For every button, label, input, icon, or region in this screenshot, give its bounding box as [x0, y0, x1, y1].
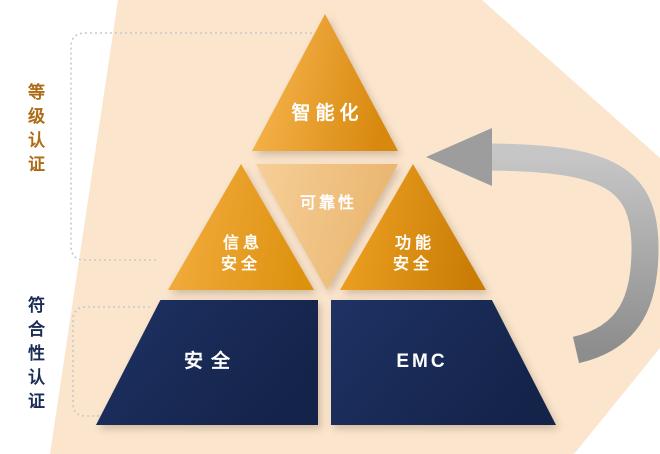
- pyramid-tier-middle-right: 功能 安全: [340, 164, 486, 290]
- lower-bracket-dotted-line: [72, 306, 150, 417]
- trapezoid-emc: EMC: [331, 300, 556, 425]
- triangle-intelligence: 智能化: [252, 14, 398, 151]
- label-emc: EMC: [396, 351, 448, 373]
- label-functional-safety: 功能 安全: [340, 234, 486, 276]
- triangle-functional-safety: 功能 安全: [340, 164, 486, 290]
- label-line2: 安全: [220, 256, 261, 274]
- label-line2: 安全: [392, 256, 433, 274]
- label-intelligence: 智能化: [291, 103, 364, 125]
- side-label-level-certification: 等级认证: [25, 83, 44, 179]
- upper-bracket-dotted-line: [70, 32, 312, 261]
- side-label-conformity-certification: 符合性认证: [25, 296, 44, 416]
- trapezoid-safety: 安全: [96, 300, 318, 425]
- curved-arrow-icon: [426, 128, 659, 364]
- label-reliability: 可靠性: [299, 195, 357, 212]
- pyramid-tier-top: 智能化: [252, 14, 398, 151]
- label-safety: 安全: [183, 351, 238, 373]
- pyramid-tier-bottom-right: EMC: [331, 300, 556, 425]
- label-information-security: 信息 安全: [168, 234, 314, 276]
- pyramid-tier-bottom-left: 安全: [96, 300, 318, 425]
- label-line1: 信息: [222, 235, 263, 253]
- label-line1: 功能: [394, 235, 435, 253]
